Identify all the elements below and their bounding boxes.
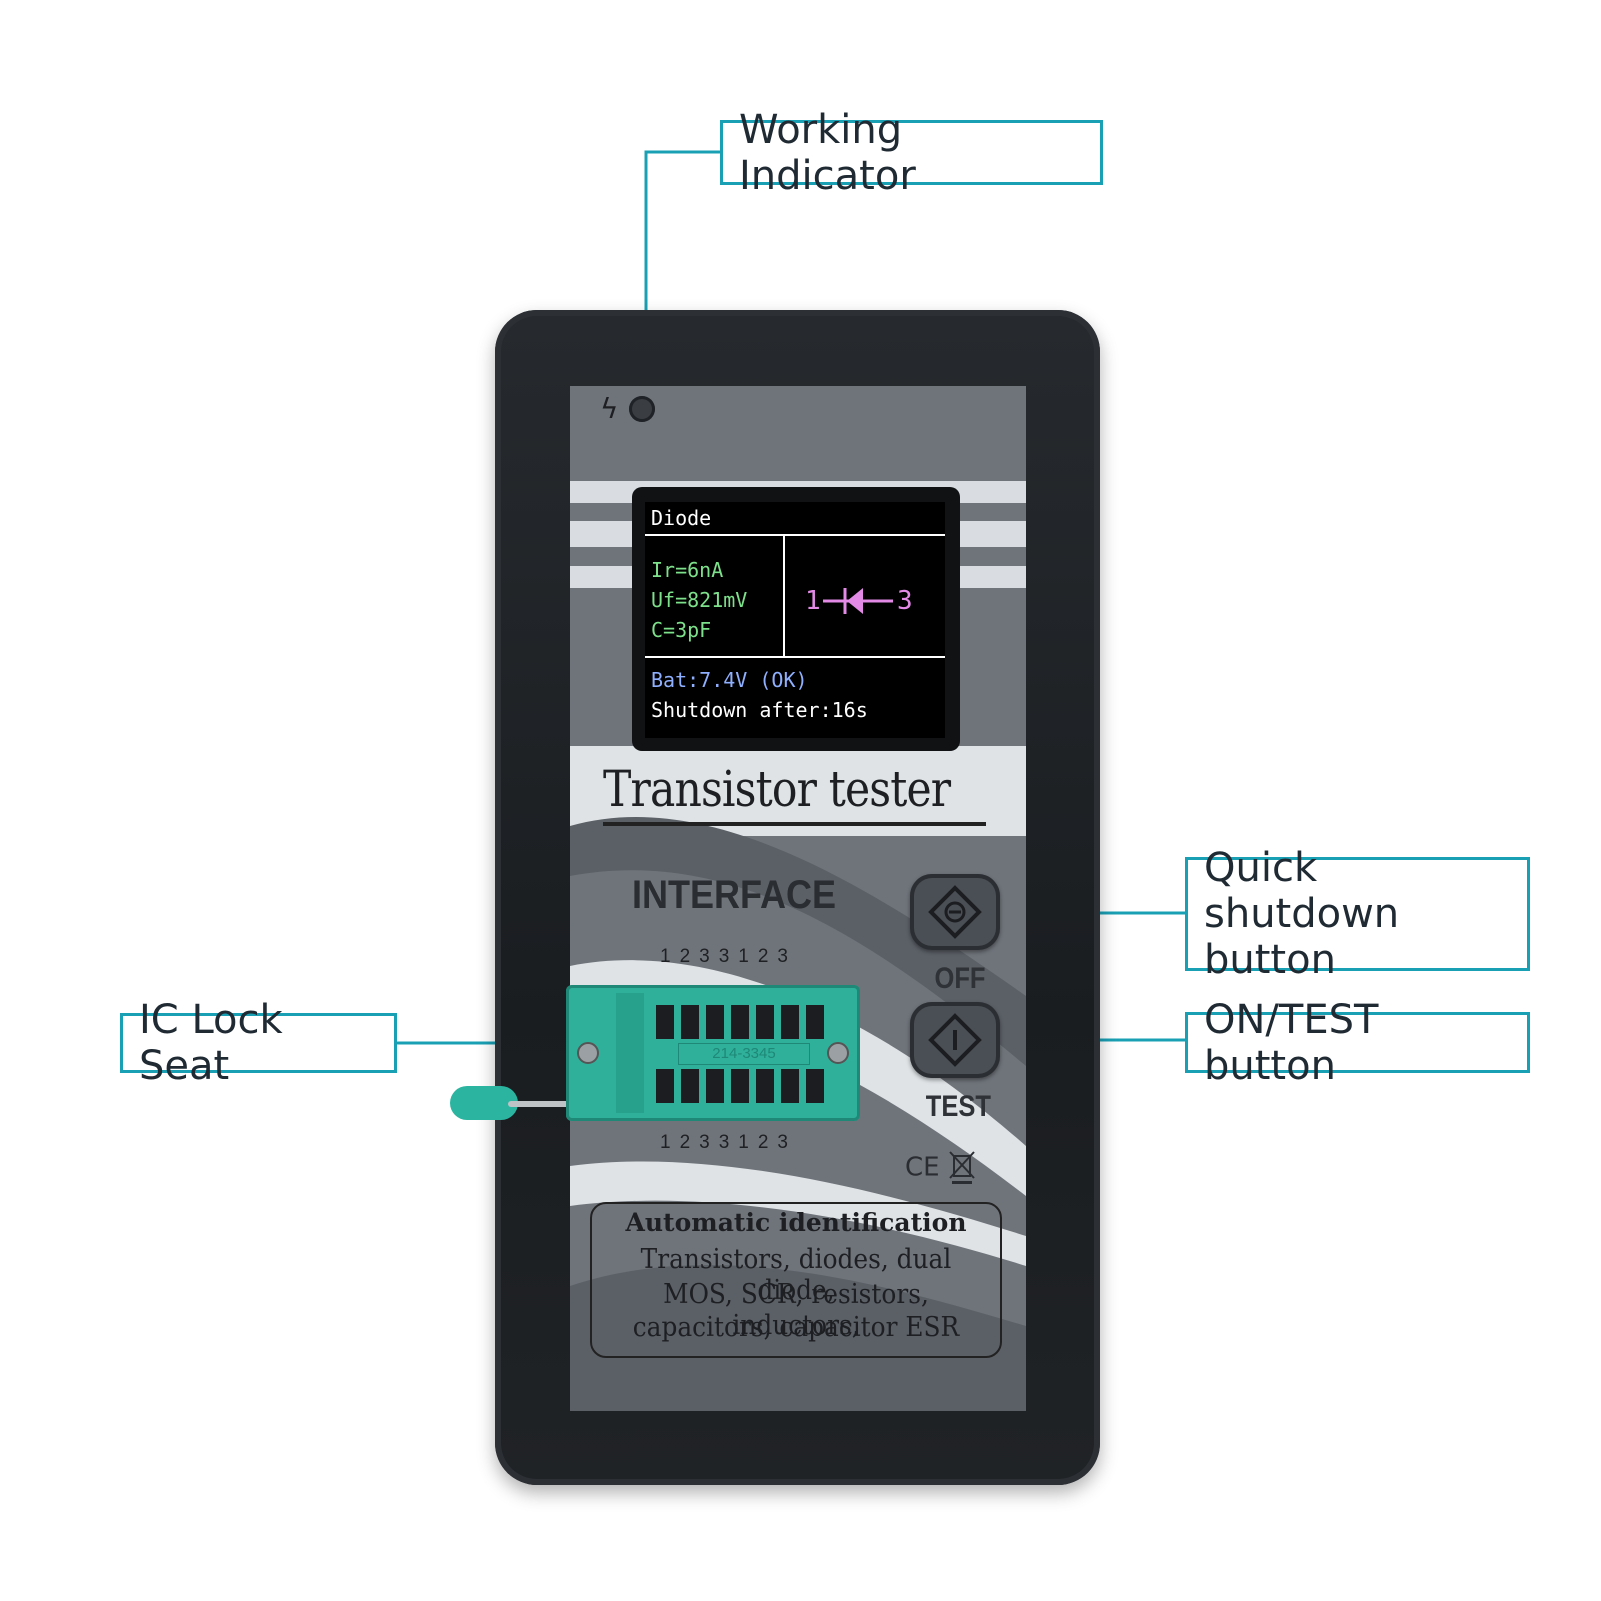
quick-shutdown-button[interactable] xyxy=(910,874,1000,950)
power-on-icon xyxy=(928,1013,982,1067)
socket-part-label: 214-3345 xyxy=(678,1043,810,1065)
lcd-battery: Bat:7.4V (OK) xyxy=(651,668,808,692)
pin-numbers-top: 1233123 xyxy=(660,946,797,967)
socket-lever[interactable] xyxy=(508,1101,620,1107)
test-label: TEST xyxy=(925,1090,991,1123)
brand-underline xyxy=(603,822,986,826)
lcd-divider xyxy=(645,656,945,658)
on-test-button[interactable] xyxy=(910,1002,1000,1078)
lcd-uf: Uf=821mV xyxy=(651,588,748,612)
lcd-ir: Ir=6nA xyxy=(651,558,724,582)
diode-symbol-icon xyxy=(823,588,893,614)
callout-working-indicator: Working Indicator xyxy=(720,107,1103,199)
lightning-icon: ϟ xyxy=(600,392,619,425)
lcd-c: C=3pF xyxy=(651,618,712,642)
ce-mark: CE xyxy=(905,1152,940,1183)
power-off-icon xyxy=(928,885,982,939)
lcd-pin-right: 3 xyxy=(897,586,913,616)
lcd-divider xyxy=(645,534,945,536)
brand-title: Transistor tester xyxy=(603,760,951,818)
info-title: Automatic identification xyxy=(625,1208,967,1237)
auto-identification-box: Automatic identification Transistors, di… xyxy=(590,1202,1002,1358)
info-line: MOS, SCR, resistors, inductors, xyxy=(663,1279,929,1341)
working-indicator-led xyxy=(629,396,655,422)
lcd-screen: Diode Ir=6nA Uf=821mV C=3pF 1 3 Bat:7.4V… xyxy=(645,502,945,738)
socket-contacts xyxy=(577,993,849,1113)
info-line: Transistors, diodes, dual diode, xyxy=(640,1244,952,1306)
off-label: OFF xyxy=(934,962,986,995)
interface-label: INTERFACE xyxy=(632,873,837,917)
callout-ic-lock-seat: IC Lock Seat xyxy=(120,997,397,1089)
pin-numbers-bottom: 1233123 xyxy=(660,1132,797,1153)
lcd-pin-left: 1 xyxy=(805,586,821,616)
callout-on-test: ON/TEST button xyxy=(1185,997,1530,1089)
callout-quick-shutdown: Quick shutdown button xyxy=(1185,845,1530,983)
ic-lock-seat[interactable]: 214-3345 xyxy=(566,985,860,1121)
certification-marks: CE xyxy=(905,1150,976,1186)
info-line: capacitors, capacitor ESR xyxy=(632,1312,960,1343)
weee-bin-icon xyxy=(949,1151,975,1184)
lcd-divider xyxy=(783,534,785,656)
lcd-title: Diode xyxy=(651,506,712,530)
socket-lever-knob[interactable] xyxy=(450,1086,518,1120)
lcd-shutdown: Shutdown after:16s xyxy=(651,698,868,722)
